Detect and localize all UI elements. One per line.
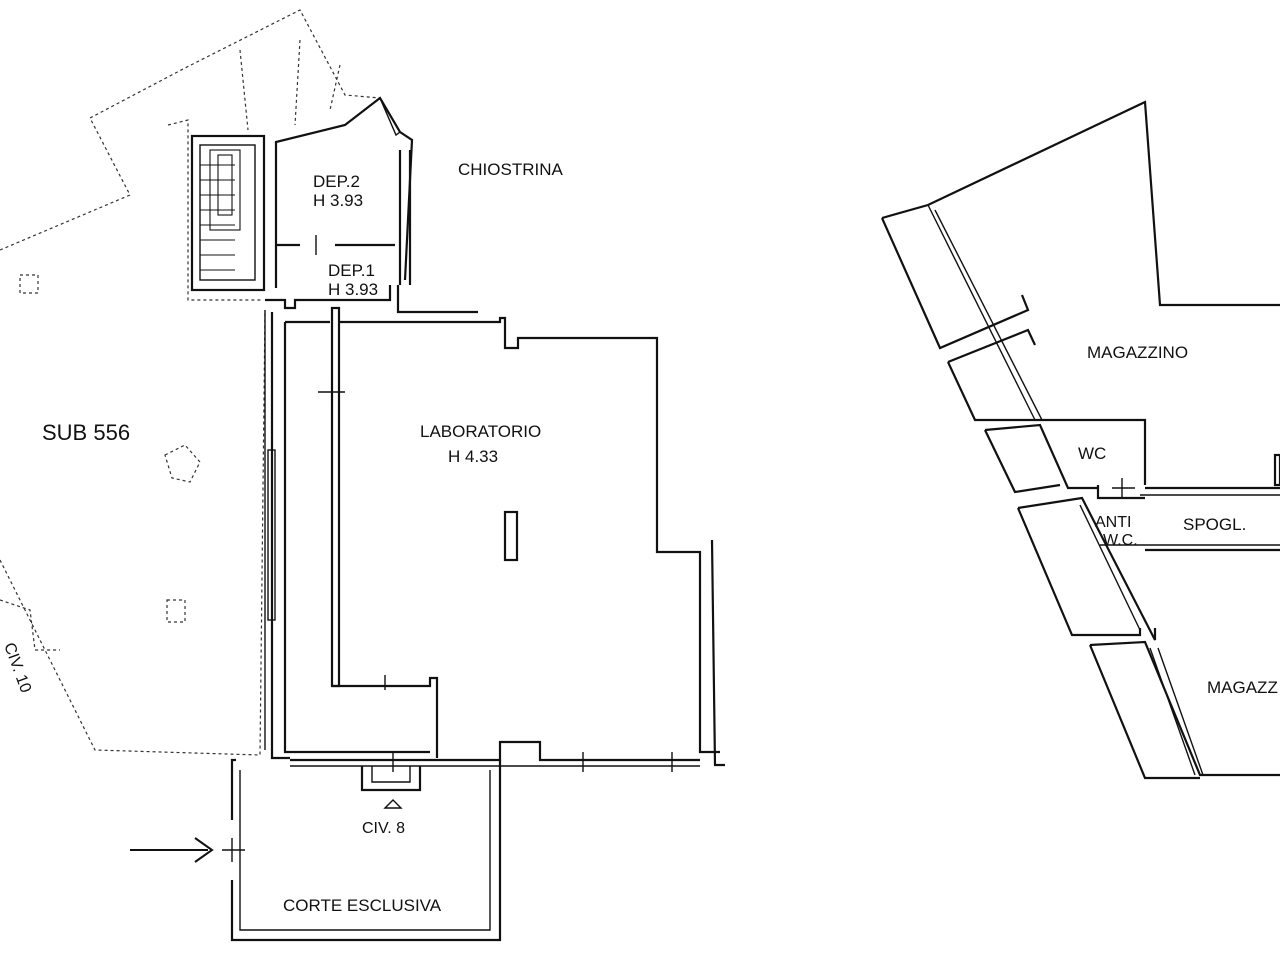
spogl-label: SPOGL. <box>1183 515 1246 534</box>
civ10-label: CIV. 10 <box>0 641 34 696</box>
neighbour-outline <box>0 9 381 756</box>
anti-wc-label-1: ANTI <box>1095 514 1131 531</box>
staircase <box>190 134 266 292</box>
dep2-name: DEP.2 <box>313 172 360 191</box>
laboratorio-room <box>270 306 725 792</box>
right-building <box>880 100 1280 780</box>
sub-label: SUB 556 <box>42 420 130 445</box>
anti-wc-label-2: W.C. <box>1103 532 1138 549</box>
dep2-height: H 3.93 <box>313 191 363 210</box>
dep1-room <box>265 285 478 314</box>
dep2-room <box>274 96 414 288</box>
magazzino-top-label: MAGAZZINO <box>1087 343 1188 362</box>
laboratorio-height: H 4.33 <box>448 447 498 466</box>
chiostrina-label: CHIOSTRINA <box>458 160 564 179</box>
corte-label: CORTE ESCLUSIVA <box>283 896 442 915</box>
wc-label: WC <box>1078 444 1106 463</box>
entrance-arrow-icon <box>130 837 214 863</box>
corte-esclusiva <box>222 758 502 942</box>
laboratorio-name: LABORATORIO <box>420 422 541 441</box>
labels: DEP.2 H 3.93 DEP.1 H 3.93 CHIOSTRINA LAB… <box>0 160 1278 915</box>
party-wall <box>264 310 276 750</box>
dep1-height: H 3.93 <box>328 280 378 299</box>
magazzino-bottom-label: MAGAZZ <box>1207 678 1278 697</box>
civ8-label: CIV. 8 <box>362 820 405 837</box>
dep1-name: DEP.1 <box>328 261 375 280</box>
entrance-marker-icon <box>383 799 403 809</box>
